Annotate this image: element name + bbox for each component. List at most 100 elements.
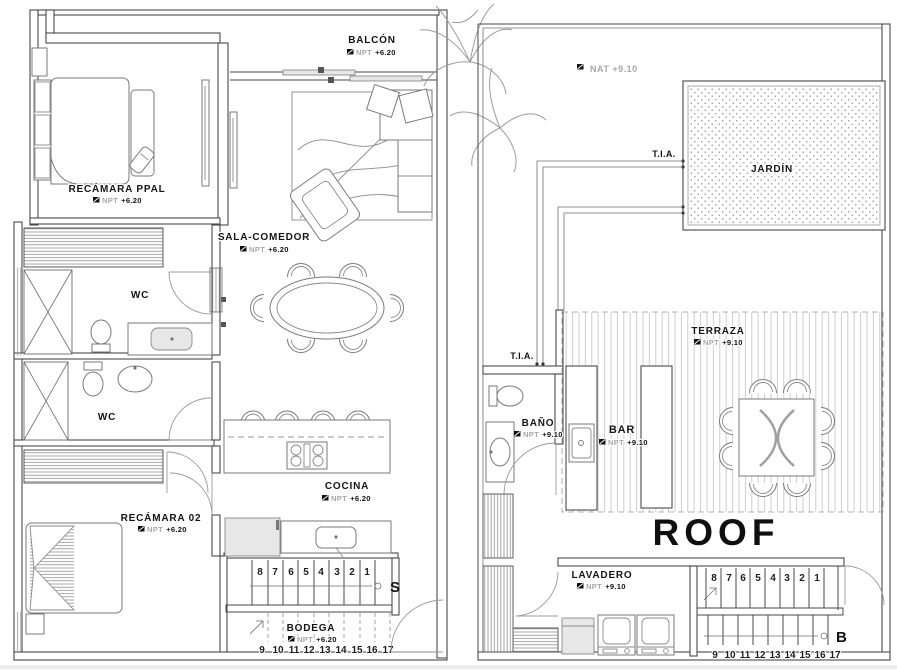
- tia-label-top: T.I.A.: [652, 149, 675, 159]
- step-number: 15: [799, 650, 811, 661]
- level-marker-icon: [693, 338, 701, 345]
- garden-bed: [687, 85, 881, 226]
- door-hinge-block-2: [221, 322, 226, 327]
- npt-value: +9.10: [605, 582, 626, 591]
- svg-text:NPT+9.10: NPT+9.10: [523, 430, 563, 439]
- npt-value: +9.10: [722, 338, 743, 347]
- step-number: 11: [740, 650, 751, 661]
- room-label-recamara-02: RECÁMARA 02: [121, 511, 202, 524]
- step-number: 3: [784, 573, 790, 584]
- lounge-chair: [289, 168, 361, 242]
- wall-bath-top: [482, 365, 564, 375]
- nat-level-marker: NAT +9.10: [576, 63, 638, 74]
- wall-stairs-left: [689, 565, 698, 657]
- step-number: 6: [288, 567, 294, 578]
- bedroom-main-furniture: [31, 47, 238, 189]
- kitchen-fixtures: [169, 410, 392, 558]
- wall-center-3: [211, 445, 221, 474]
- wall-laundry-stairs-top: [557, 557, 845, 567]
- sofa-pillow: [365, 83, 401, 119]
- door-swing: [390, 599, 444, 653]
- slider-handle: [318, 67, 324, 73]
- sliding-door-panel: [349, 75, 423, 82]
- stair-direction-down: B: [836, 629, 847, 646]
- wc-lower-fixtures: [23, 361, 212, 441]
- svg-text:NPT+9.10: NPT+9.10: [586, 582, 626, 591]
- wall-bedroom-bottom: [29, 217, 221, 225]
- svg-text:NPT+6.20: NPT+6.20: [102, 196, 142, 205]
- wall-tv-divider: [217, 42, 229, 226]
- step-number: 2: [349, 567, 355, 578]
- washing-machine: [597, 614, 636, 656]
- npt-value: +9.10: [542, 430, 563, 439]
- room-label-terraza: TERRAZA: [691, 326, 744, 337]
- wall-window-hatch-1: [15, 268, 21, 356]
- chaise-chair: [129, 146, 155, 174]
- toilet-tank: [83, 361, 103, 371]
- room-label-sala-comedor: SALA-COMEDOR: [218, 232, 310, 243]
- room-label-cocina: COCINA: [325, 481, 369, 492]
- svg-text:NPT+6.20: NPT+6.20: [331, 494, 371, 503]
- stair-landing: [225, 604, 393, 613]
- roof-title: ROOF: [653, 512, 780, 553]
- svg-text:NPT+6.20: NPT+6.20: [297, 635, 337, 644]
- room-label-bodega: BODEGA: [287, 623, 336, 634]
- laundry: LAVADERO NPT+9.10: [561, 569, 675, 656]
- wall-right: [436, 9, 448, 659]
- npt-label: NPT: [249, 245, 265, 254]
- npt-value: +6.20: [375, 48, 396, 57]
- level-marker-icon: [92, 196, 100, 203]
- npt-value: +9.10: [627, 438, 648, 447]
- level-marker-icon: [513, 430, 521, 437]
- bathroom-roof: BAÑO NPT+9.10: [485, 385, 564, 496]
- wall-stairs-right: [391, 557, 400, 616]
- pillow: [34, 114, 51, 146]
- bed-main: [50, 77, 130, 185]
- level-marker-icon: [137, 525, 145, 532]
- tv-panel-living: [229, 111, 238, 189]
- step-number: 12: [303, 645, 315, 656]
- room-label-bar: BAR: [609, 424, 635, 436]
- step-number: 3: [334, 567, 340, 578]
- npt-label: NPT: [586, 582, 602, 591]
- wall-top: [37, 9, 440, 16]
- laundry-counter: [561, 617, 595, 655]
- sheet-edge-shadow: [0, 665, 897, 669]
- wardrobe-2: [23, 449, 209, 494]
- step-number: 2: [799, 573, 805, 584]
- step-number: 13: [769, 650, 781, 661]
- roof-plan-walls: [477, 23, 891, 661]
- room-label-balcon: BALCÓN: [348, 33, 396, 46]
- bar-sink-unit: [568, 423, 595, 463]
- npt-label: NPT: [331, 494, 347, 503]
- level-marker-icon: [321, 494, 329, 501]
- bed-fold: [50, 157, 81, 185]
- svg-text:NPT+6.20: NPT+6.20: [356, 48, 396, 57]
- level-plan: 8 7 6 5 4 3 2 1 9 10 11 12 13 14 15 16 1…: [13, 9, 448, 661]
- npt-label: NPT: [147, 525, 163, 534]
- step-number: 17: [382, 645, 394, 656]
- room-label-jardin: JARDÍN: [751, 162, 793, 175]
- wall-bottom: [477, 651, 891, 661]
- headboard: [33, 79, 52, 181]
- tv-panel-bedroom: [201, 79, 210, 187]
- stair-direction-up: S: [390, 579, 400, 596]
- npt-label: NPT: [703, 338, 719, 347]
- step-number: 17: [829, 650, 841, 661]
- door-swing: [515, 571, 559, 617]
- stair-risers-upper: [705, 566, 839, 610]
- section-marker: [374, 582, 382, 590]
- tia-label-mid: T.I.A.: [510, 351, 533, 361]
- level-marker-icon: [346, 48, 354, 55]
- dining-table: [269, 276, 385, 340]
- nat-level-text: NAT +9.10: [590, 64, 638, 74]
- step-number: 16: [366, 645, 378, 656]
- step-number: 8: [711, 573, 717, 584]
- nightstand: [31, 47, 48, 77]
- nightstand-2: [25, 613, 45, 635]
- svg-text:NPT+6.20: NPT+6.20: [147, 525, 187, 534]
- step-number: 8: [257, 567, 263, 578]
- dining-set: [209, 263, 404, 353]
- toilet-tank: [488, 385, 498, 407]
- svg-text:NPT+6.20: NPT+6.20: [249, 245, 289, 254]
